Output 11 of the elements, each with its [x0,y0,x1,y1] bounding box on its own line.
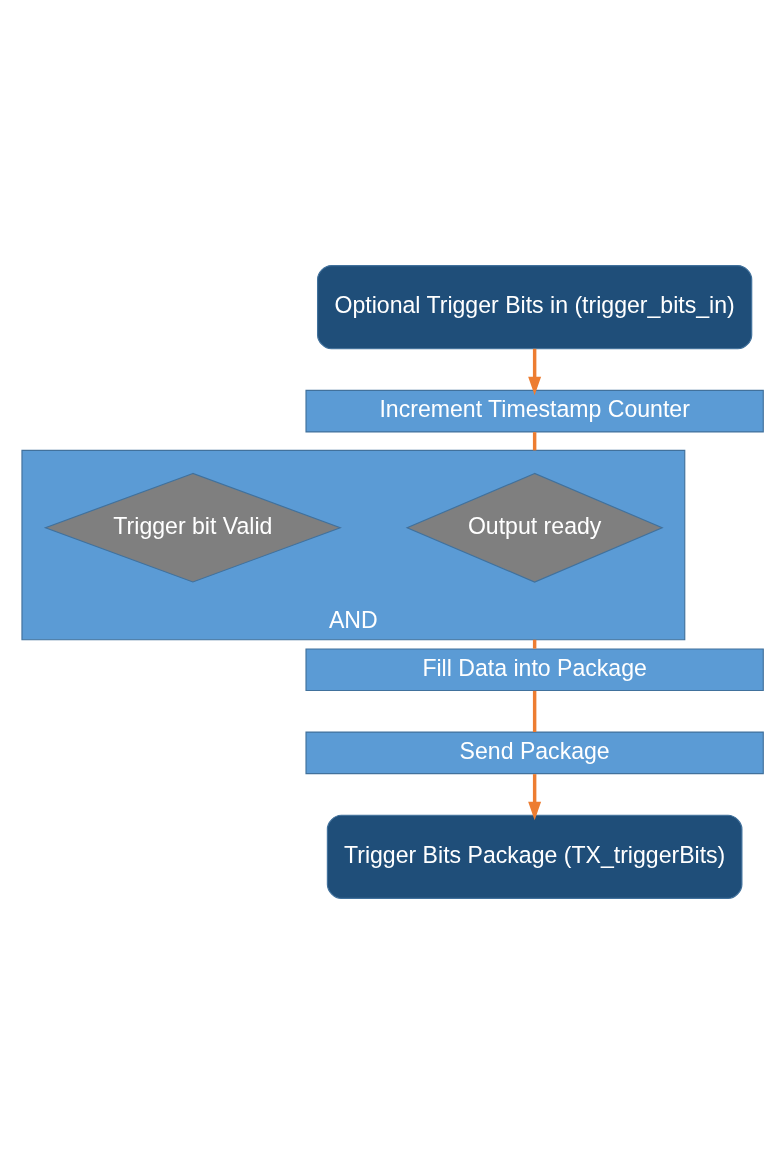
arrow [528,774,542,821]
node-box: Trigger Bits Package (TX_triggerBits) [326,814,743,899]
node-box: Optional Trigger Bits in (trigger_bits_in) [317,265,753,350]
connector [532,432,537,451]
node-diamond: Output ready [405,472,664,583]
node-box: Send Package [305,731,764,775]
node-box: Increment Timestamp Counter [305,389,764,433]
node-diamond: Trigger bit Valid [43,472,342,583]
connector [532,690,537,732]
arrow [528,348,542,396]
node-box: Fill Data into Package [305,648,764,692]
